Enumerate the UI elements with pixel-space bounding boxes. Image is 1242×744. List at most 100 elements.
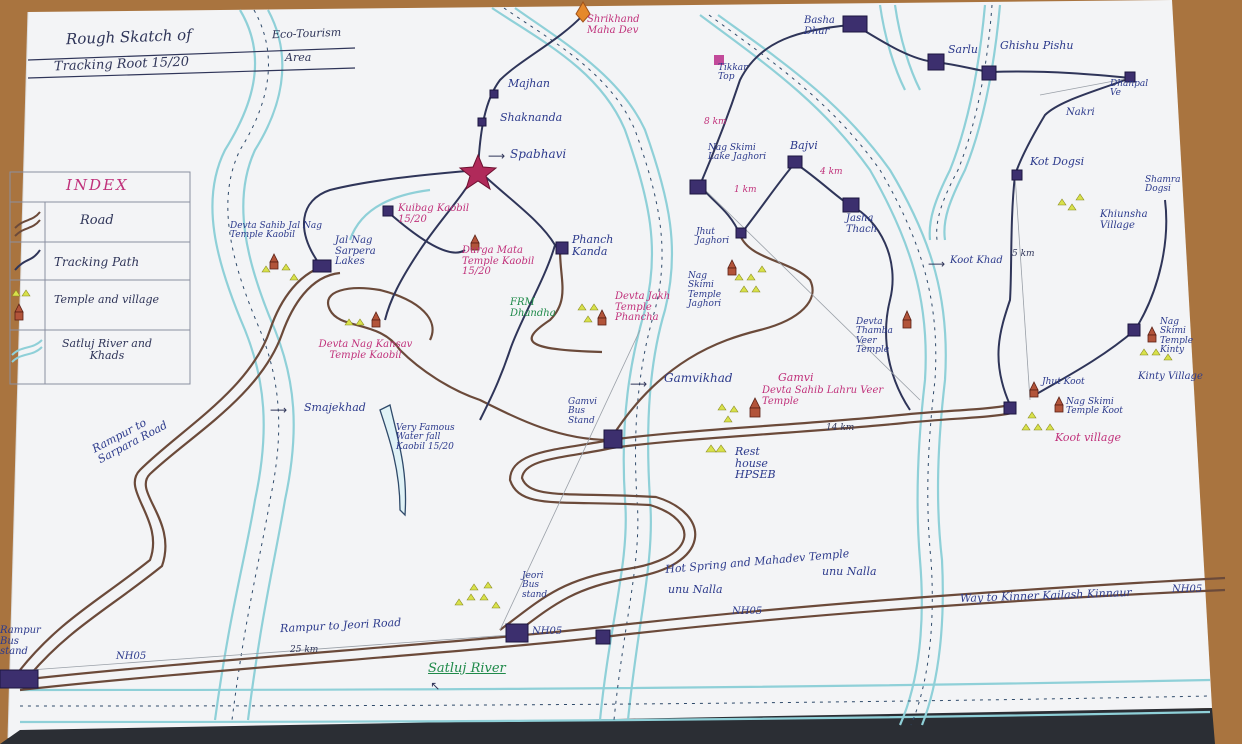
tracking-path-icon <box>14 249 41 271</box>
spabhavi-star-marker <box>458 153 498 191</box>
label-phanch-kanda: Phanch Kanda <box>572 233 614 258</box>
jhut-koot-marker <box>1003 401 1017 415</box>
label-devta-thamba: Devta Thamba Veer Temple <box>856 317 893 356</box>
kuibag-marker <box>382 205 394 217</box>
temple-markers <box>11 193 1173 609</box>
paper-sheet <box>8 0 1212 738</box>
arrow-satluj: ↙ <box>428 681 443 692</box>
label-basha-dhar: Basha Dhar <box>804 15 835 37</box>
dist-25km: 25 km <box>290 645 319 655</box>
label-koot-village-pink: Koot village <box>1055 431 1121 444</box>
label-unu-nalla-2: unu Nalla <box>668 583 723 596</box>
label-jasha-thach: Jasha Thach <box>846 213 878 235</box>
label-sarlu: Sarlu <box>948 43 978 56</box>
index-road-label: Road <box>80 213 114 228</box>
index-temple-village-label: Temple and village <box>54 293 160 306</box>
label-gamvikhad: Gamvikhad <box>664 371 733 385</box>
dist-4km: 4 km <box>820 167 843 177</box>
label-nag-skimi-lake: Nag Skimi Lake Jaghori <box>708 143 767 163</box>
jal-nag-lake-marker <box>312 259 332 273</box>
label-jhut-koot: Jhut Koot <box>1042 377 1085 387</box>
road-icon <box>14 211 41 229</box>
label-devta-jakh: Devta Jakh Temple Phancha <box>615 291 671 323</box>
rivers <box>19 4 1211 726</box>
label-nh05-middle: NH05 <box>732 606 763 617</box>
arrow-gamvikhad: ⟶ <box>630 377 648 391</box>
label-rest-house: Rest house HPSEB <box>735 445 776 482</box>
label-jeori-bus-stand: Jeori Bus stand <box>522 571 548 600</box>
arrow-spabhavi: ⟶ <box>488 149 506 163</box>
dhanpal-marker <box>1124 71 1136 83</box>
jasha-thach-marker <box>842 197 860 213</box>
nag-skimi-lake-marker <box>689 179 707 195</box>
label-durga-mata: Durga Mata Temple Kaobil 15/20 <box>462 245 535 277</box>
label-spabhavi: Spabhavi <box>510 147 567 161</box>
index-symbols <box>11 211 43 363</box>
label-devta-lahru: Devta Sahib Lahru Veer Temple <box>762 385 884 407</box>
waterfall <box>379 404 407 517</box>
tracking-paths <box>303 14 1168 421</box>
index-river-label: Satluj River and Khads <box>62 337 152 362</box>
label-bajvi: Bajvi <box>790 139 818 152</box>
bajvi-marker <box>787 155 803 169</box>
label-unu-nalla-1: unu Nalla <box>822 565 877 578</box>
label-nag-skimi-temple-kinty: Nag Skimi Temple Kinty <box>1160 317 1194 356</box>
label-smajekhad: Smajekhad <box>304 401 366 414</box>
title-line-3: Eco-Tourism <box>271 25 342 42</box>
index-heading: INDEX <box>66 176 129 194</box>
index-tracking-label: Tracking Path <box>54 255 140 269</box>
dist-14km: 14 km <box>826 423 855 433</box>
label-majhan: Majhan <box>508 77 550 90</box>
label-gamvi: Gamvi <box>778 371 814 384</box>
phanch-kanda-marker <box>555 241 569 255</box>
label-very-famous-waterfall: Very Famous Water fall Kaobil 15/20 <box>396 423 455 452</box>
label-kot-dogsi: Kot Dogsi <box>1030 155 1085 168</box>
ghishu-pishu-marker <box>981 65 997 81</box>
dist-8km: 8 km <box>704 117 727 127</box>
hot-spring-marker <box>595 629 611 645</box>
label-gamvi-bus-stand: Gamvi Bus Stand <box>568 397 598 426</box>
jhut-jaghori-marker <box>735 227 747 239</box>
arrow-smajekhad: ⟶ <box>270 403 288 417</box>
sarlu-marker <box>927 53 945 71</box>
index-table <box>9 171 191 385</box>
label-nag-skimi-temple-koot: Nag Skimi Temple Koot <box>1066 397 1123 417</box>
river-icon <box>11 339 43 356</box>
basha-dhar-marker <box>842 15 868 33</box>
jeori-bus-stand-marker <box>505 623 529 643</box>
label-nh05-jeori: NH05 <box>532 626 563 637</box>
label-devta-sahib-jal-nag: Devta Sahib Jal Nag Temple Kaobil <box>230 221 323 241</box>
label-nakri: Nakri <box>1066 107 1095 118</box>
label-shrikhand: Shrikhand Maha Dev <box>587 14 640 36</box>
nag-skimi-kinty-marker <box>1127 323 1141 337</box>
label-jhut-jaghori: Jhut Jaghori <box>696 227 730 247</box>
label-dhanpal: Dhanpal Ve <box>1110 79 1149 99</box>
label-shaknanda: Shaknanda <box>500 111 563 124</box>
gamvi-bus-stand-marker <box>603 429 623 449</box>
majhan-marker <box>489 89 499 99</box>
dist-1km: 1 km <box>734 185 757 195</box>
label-rampur-bus-stand: Rampur Bus stand <box>0 625 41 657</box>
label-nag-skimi-temple-jaghori: Nag Skimi Temple Jaghori <box>688 271 722 310</box>
shrikhand-peak-marker <box>575 1 591 23</box>
roads <box>19 234 1226 692</box>
station-markers <box>0 15 1141 689</box>
label-kinty-village: Kinty Village <box>1138 371 1203 382</box>
label-nh05-rampur: NH05 <box>116 651 147 662</box>
title-block <box>27 47 356 79</box>
river-dashes <box>19 4 1211 726</box>
label-satluj-river: Satluj River <box>428 661 506 676</box>
rampur-bus-stand-marker <box>0 669 39 689</box>
label-tikkar-top: Tikkar Top <box>718 63 748 83</box>
pencil-lines <box>29 77 1131 671</box>
label-jal-nag-lakes: Jal Nag Sarpera Lakes <box>335 235 376 267</box>
arrow-koot-khad: ⟶ <box>928 257 946 271</box>
label-khiunsha-village: Khiunsha Village <box>1100 209 1148 231</box>
title-line-4: Area <box>285 51 312 64</box>
label-ghishu-pishu: Ghishu Pishu <box>1000 39 1074 52</box>
shaknanda-marker <box>477 117 487 127</box>
label-frm-dhandha: FRM Dhandha <box>510 297 556 319</box>
label-nh05-east: NH05 <box>1172 584 1203 595</box>
label-shamra-dogsi: Shamra Dogsi <box>1145 175 1181 195</box>
